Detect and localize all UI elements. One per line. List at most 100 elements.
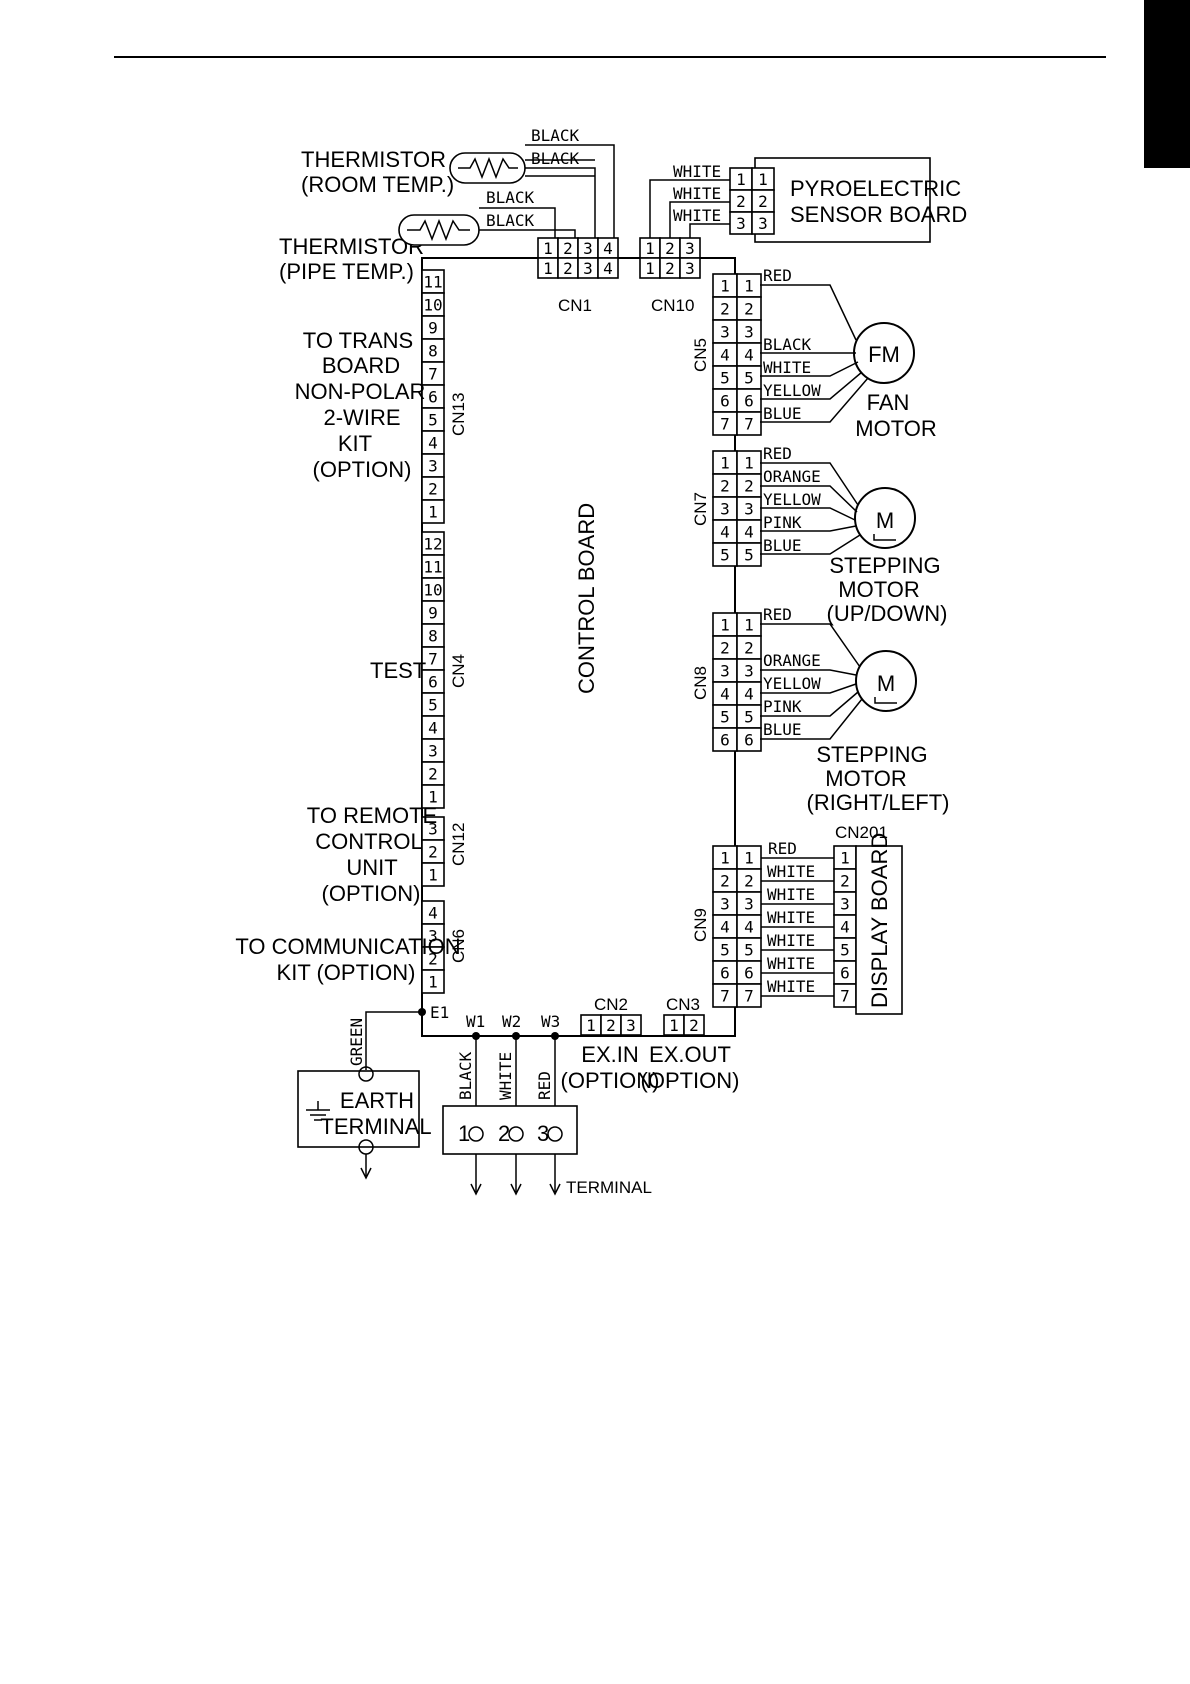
cn1-pin-4-box	[597, 257, 619, 279]
cn7-pin-a-3: 3	[720, 500, 730, 519]
cn5-pin-a-1: 1	[720, 277, 730, 296]
cn5-wire-1: RED	[763, 266, 792, 285]
cn9-wire-label-5: WHITE	[767, 931, 815, 950]
terminal-screw-3	[547, 1126, 563, 1142]
svg-text:CONTROL: CONTROL	[315, 829, 423, 854]
wire-label-pipe-2: BLACK	[486, 211, 535, 230]
stepping-motor-updown-symbol: M	[854, 487, 916, 549]
cn7-wire-label-4: PINK	[763, 513, 802, 532]
cn13-pin-7: 7	[428, 365, 438, 384]
cn3-label: CN3	[666, 995, 700, 1014]
cn8-pin-a-1: 1	[720, 616, 730, 635]
communication-kit-label: TO COMMUNICATION KIT (OPTION)	[235, 934, 460, 985]
cn10-pin-1: 1	[645, 239, 655, 258]
cn8-wire-label-2: ORANGE	[763, 651, 821, 670]
cn8-wire-label-4: PINK	[763, 697, 802, 716]
wire-label-pyro-3: WHITE	[673, 206, 721, 225]
cn9-wire-label-4: WHITE	[767, 908, 815, 927]
terminal-screw-1	[468, 1126, 484, 1142]
cn201-pin-6: 6	[840, 964, 850, 983]
wire-pyro-3	[689, 223, 730, 238]
fan-wire-7	[760, 377, 869, 423]
cn5-wire-6: YELLOW	[763, 381, 821, 400]
pyro-pin-a-2: 2	[736, 192, 746, 211]
remote-control-label: TO REMOTE CONTROL UNIT (OPTION)	[307, 803, 437, 906]
cn201-pin-3: 3	[840, 895, 850, 914]
cn4-pin-12: 12	[423, 535, 442, 554]
cn5-wire-5: WHITE	[763, 358, 811, 377]
cn7-wire-1	[760, 462, 859, 506]
svg-text:M: M	[876, 508, 894, 533]
cn9-wire-label-7: WHITE	[767, 977, 815, 996]
cn9-pin-b-4: 4	[744, 918, 754, 937]
cn8-wire-3	[760, 669, 857, 676]
pyro-pin-b-1: 1	[758, 170, 768, 189]
cn7-pin-a-1: 1	[720, 454, 730, 473]
bottom-wire-white: WHITE	[496, 1052, 515, 1100]
svg-text:MOTOR: MOTOR	[838, 577, 919, 602]
earth-label-1: EARTH	[340, 1088, 414, 1113]
wire-pipe-a	[479, 207, 556, 238]
cn8-pin-a-6: 6	[720, 731, 730, 750]
pyro-label-1: PYROELECTRIC	[790, 176, 961, 201]
cn6-label: CN6	[449, 929, 468, 963]
svg-text:MOTOR: MOTOR	[825, 766, 906, 791]
cn8-wire-5	[760, 691, 859, 717]
fan-motor-label-2: MOTOR	[855, 416, 936, 441]
cn1-pin-1: 1	[543, 239, 553, 258]
svg-text:STEPPING: STEPPING	[816, 742, 927, 767]
cn5-pin-b-4: 4	[744, 346, 754, 365]
cn201-label: CN201	[835, 823, 888, 842]
cn7-wire-4	[760, 525, 857, 532]
stepping-motor-updown-label: STEPPING MOTOR (UP/DOWN)	[827, 553, 948, 626]
pyro-pin-b-2: 2	[758, 192, 768, 211]
cn8-pin-b-4: 4	[744, 685, 754, 704]
cn10-pin-3: 3	[685, 259, 695, 278]
cn10-pin-2: 2	[665, 259, 675, 278]
terminal-arrows	[470, 1154, 561, 1196]
svg-text:TO COMMUNICATION: TO COMMUNICATION	[235, 934, 460, 959]
cn13-label: CN13	[449, 393, 468, 436]
cn5-pin-b-5: 5	[744, 369, 754, 388]
cn8-pin-b-2: 2	[744, 639, 754, 658]
terminal-label: TERMINAL	[566, 1178, 652, 1197]
cn10-label: CN10	[651, 296, 694, 315]
fan-motor-label-1: FAN	[867, 390, 910, 415]
cn8-pin-a-5: 5	[720, 708, 730, 727]
cn1-pin-3: 3	[583, 259, 593, 278]
wire-label-pipe-1: BLACK	[486, 188, 535, 207]
cn201-pin-2: 2	[840, 872, 850, 891]
cn8-wire-label-5: BLUE	[763, 720, 802, 739]
cn3-pin-2: 2	[689, 1016, 699, 1035]
wire-pyro-1	[649, 179, 730, 238]
cn6-pin-3: 3	[428, 927, 438, 946]
cn7-wire-label-2: ORANGE	[763, 467, 821, 486]
cn9-wire-label-6: WHITE	[767, 954, 815, 973]
cn13-pin-1-box	[421, 499, 445, 524]
e1-label: E1	[430, 1003, 449, 1022]
cn9-pin-a-4: 4	[720, 918, 730, 937]
trans-board-label: TO TRANS BOARD NON-POLAR 2-WIRE KIT (OPT…	[295, 328, 426, 482]
cn4-pin-3: 3	[428, 742, 438, 761]
thermistor-pipe-label-2: (PIPE TEMP.)	[279, 259, 414, 284]
cn9-pin-b-6: 6	[744, 964, 754, 983]
cn4-pin-6: 6	[428, 673, 438, 692]
svg-text:M: M	[877, 671, 895, 696]
cn8-wire-1	[760, 623, 861, 668]
cn12-pin-1-box	[421, 862, 445, 887]
fan-wire-5	[760, 361, 859, 377]
fan-wire-6	[760, 371, 863, 400]
terminal-pin-2: 2	[498, 1121, 510, 1146]
cn10-pin-3-box	[679, 257, 701, 279]
cn201-pin-4: 4	[840, 918, 850, 937]
cn9-pin-a-7: 7	[720, 987, 730, 1006]
cn7-wire-2	[760, 485, 858, 513]
